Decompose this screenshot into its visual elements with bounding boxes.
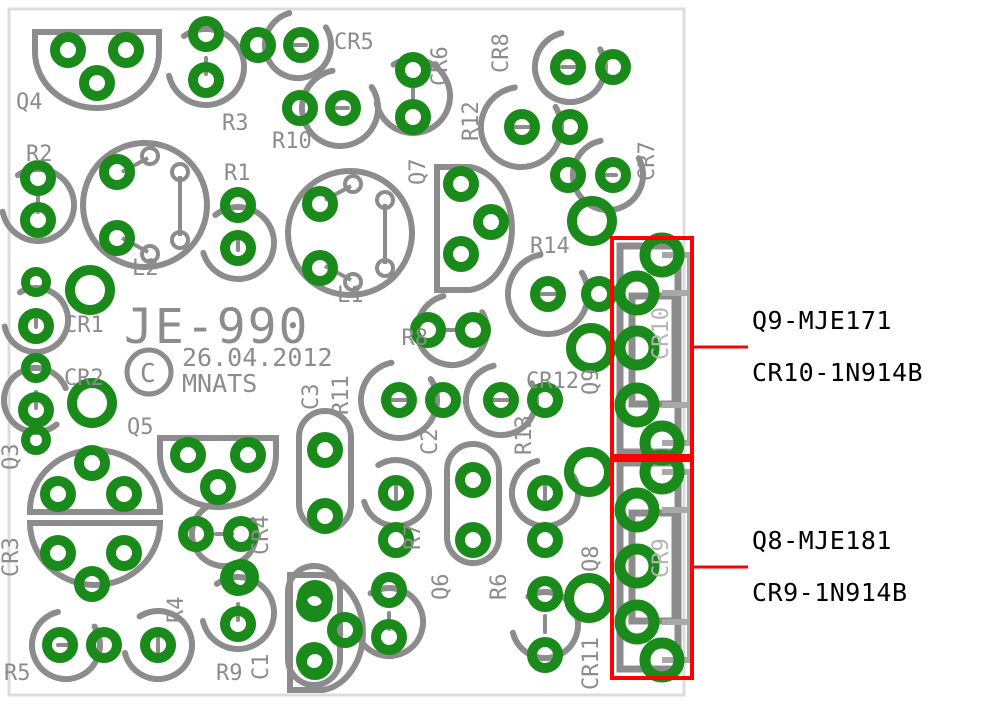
label-cr8: CR8 [489, 33, 514, 73]
board-title: JE-990 [124, 299, 309, 355]
label-cr1: CR1 [64, 313, 104, 338]
label-q5: Q5 [127, 415, 154, 440]
label-r5: R5 [4, 661, 31, 686]
board-author: MNATS [182, 369, 257, 398]
label-c1: C1 [249, 654, 274, 681]
copyright-mark: C [140, 359, 156, 389]
label-r3: R3 [222, 111, 249, 136]
label-r8: R8 [402, 326, 429, 351]
label-cr7: CR7 [635, 141, 660, 181]
label-r10: R10 [272, 129, 312, 154]
label-q9: Q9 [579, 369, 604, 396]
label-cr6: CR6 [428, 46, 453, 86]
label-cr5: CR5 [334, 30, 374, 55]
label-c2: C2 [418, 429, 443, 456]
label-r12: R12 [459, 101, 484, 141]
label-r11: R11 [329, 375, 354, 415]
label-q3: Q3 [0, 444, 24, 471]
label-cr4: CR4 [249, 515, 274, 555]
label-cr12: CR12 [526, 369, 579, 394]
leader-lines [692, 345, 748, 569]
label-r7: R7 [401, 524, 426, 551]
label-cr11: CR11 [579, 637, 604, 690]
annotation-q8-line1: Q8-MJE181 [752, 526, 892, 555]
label-l1: L1 [337, 283, 364, 308]
label-cr3: CR3 [0, 537, 24, 577]
label-q6: Q6 [429, 574, 454, 601]
label-q4: Q4 [16, 90, 43, 115]
annotation-q9-line1: Q9-MJE171 [752, 306, 892, 335]
highlight-box-q9-cr10 [610, 236, 694, 462]
annotation-cr10-line2: CR10-1N914B [752, 358, 924, 387]
label-r2: R2 [26, 142, 53, 167]
label-r14: R14 [530, 234, 570, 259]
label-r1: R1 [224, 161, 251, 186]
silkscreen-branding: JE-990 C 26.04.2012 MNATS [124, 299, 333, 398]
label-q7: Q7 [406, 159, 431, 186]
label-q8: Q8 [579, 546, 604, 573]
label-r9: R9 [216, 661, 243, 686]
label-r13: R13 [512, 415, 537, 455]
label-r4: R4 [164, 597, 189, 624]
label-cr2: CR2 [64, 366, 104, 391]
designator-labels: Q4 R2 L2 CR1 CR2 R3 CR5 R10 R1 L1 R8 CR8… [0, 30, 674, 690]
annotation-cr9-line2: CR9-1N914B [752, 578, 908, 607]
label-cr10: CR10 [649, 307, 674, 360]
board-date: 26.04.2012 [182, 343, 333, 372]
board-outline [7, 7, 686, 697]
label-c3: C3 [299, 384, 324, 411]
copyright-circle [124, 347, 174, 397]
label-r6: R6 [487, 574, 512, 601]
label-cr9: CR9 [649, 538, 674, 578]
label-l2: L2 [132, 256, 159, 281]
